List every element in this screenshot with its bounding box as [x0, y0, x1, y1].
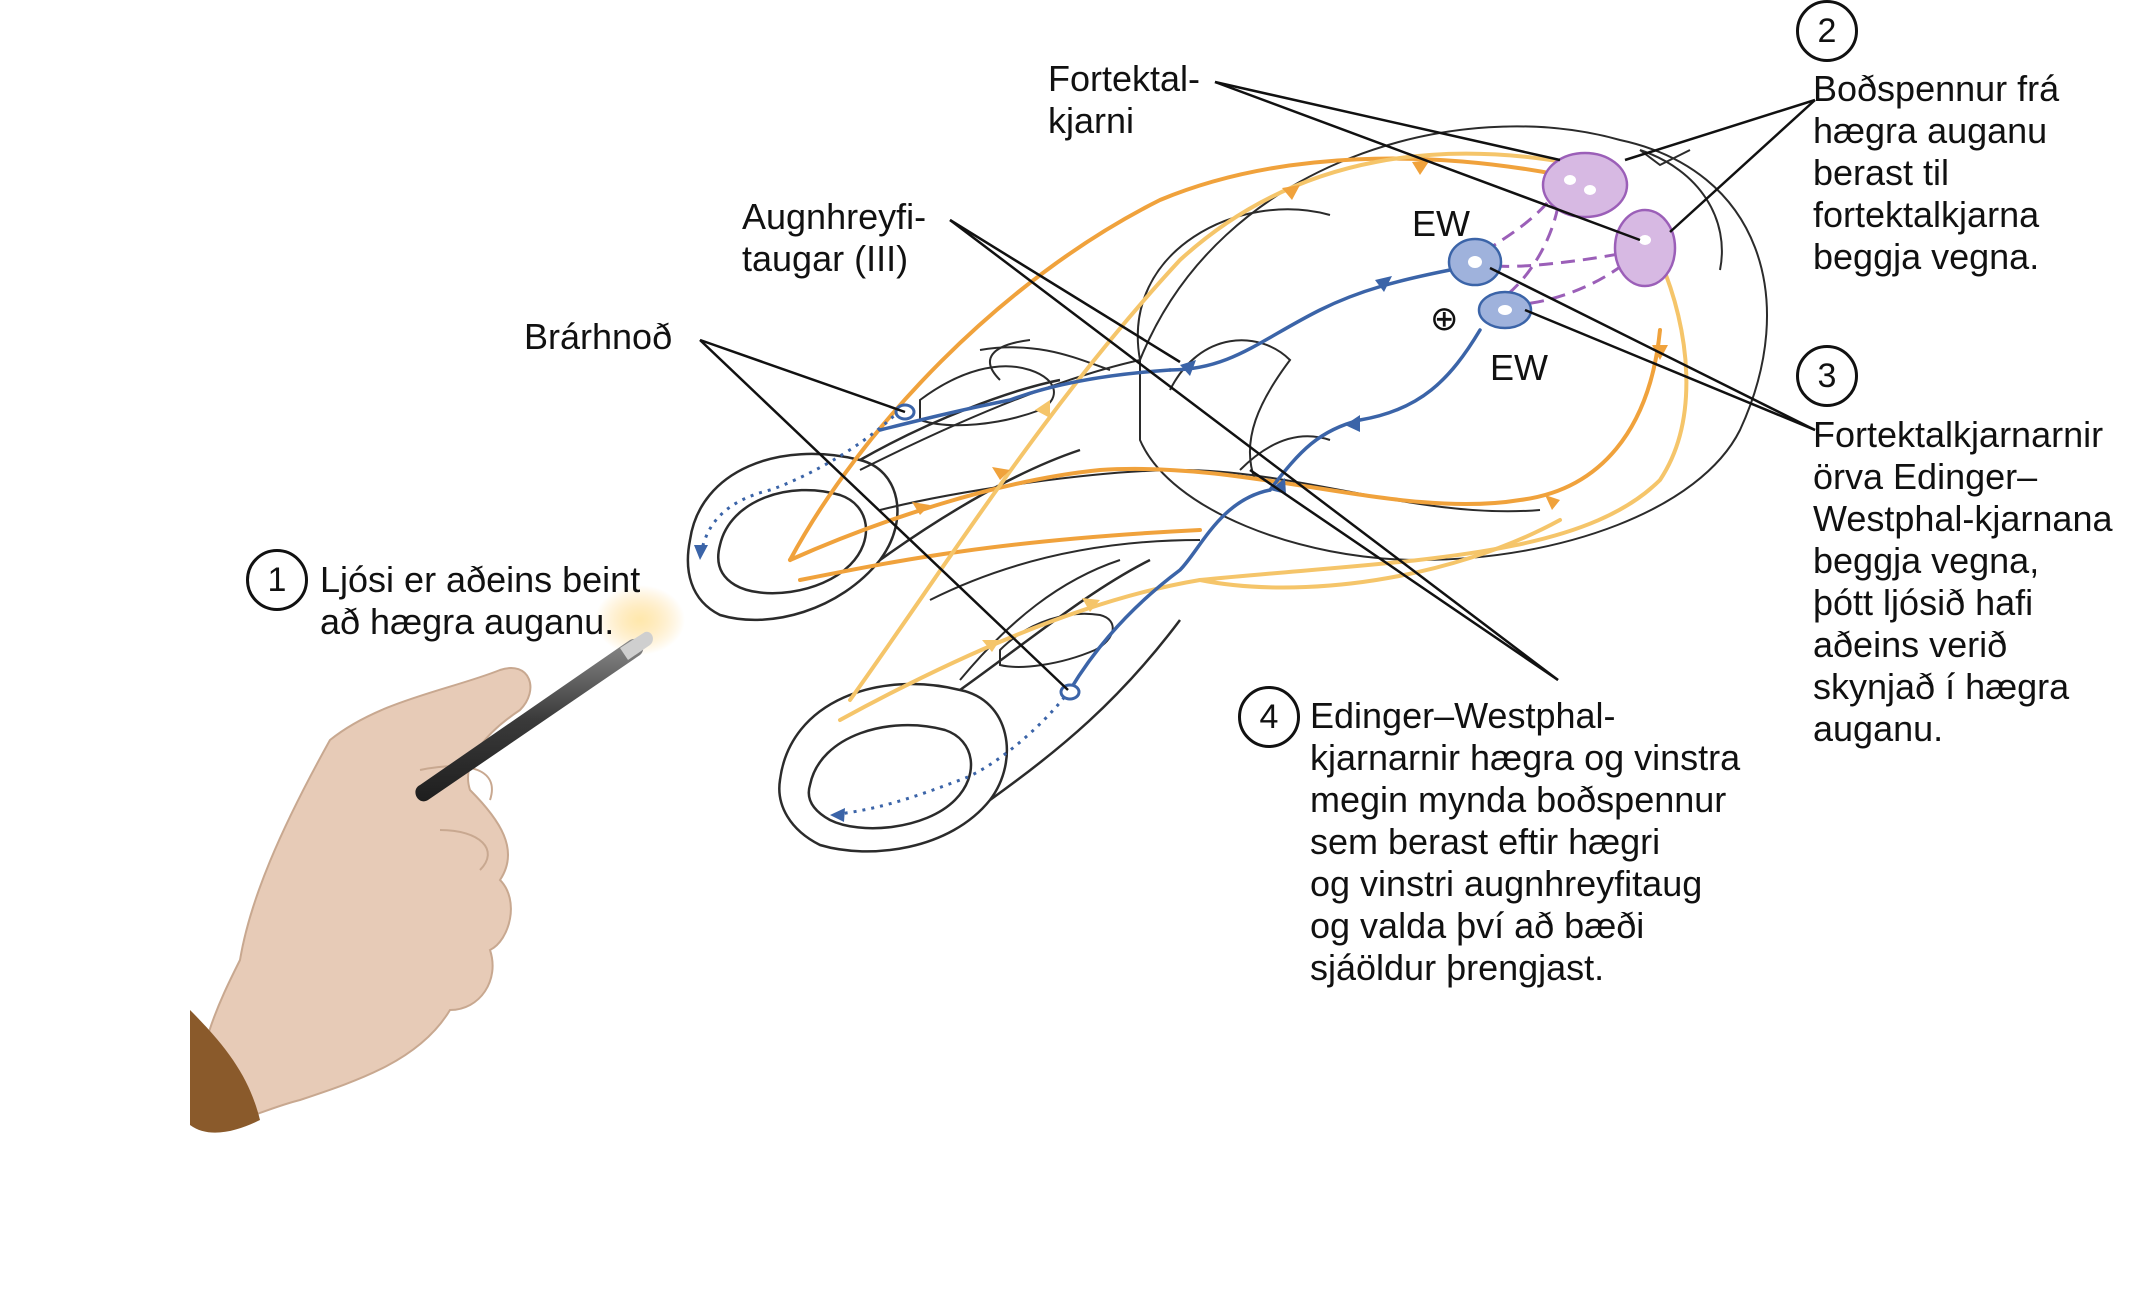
pretectal-nucleus-label: Fortektal- kjarni: [1048, 58, 1201, 141]
oculomotor-nerve-label: Augnhreyfi- taugar (III): [742, 196, 927, 279]
brain-outline: [1136, 125, 1768, 562]
pretectal-nucleus-upper: [1541, 151, 1629, 219]
step-3-text: Fortektalkjarnarnir örva Edinger– Westph…: [1813, 414, 2113, 749]
penlight-icon: [415, 638, 644, 802]
ciliary-ganglion-label: Brárhnoð: [524, 316, 673, 357]
step-4-text: Edinger–Westphal- kjarnarnir hægra og vi…: [1310, 695, 1741, 988]
ew-label-bottom: EW: [1490, 347, 1548, 388]
step-2-text: Boðspennur frá hægra auganu berast til f…: [1813, 68, 2060, 277]
pretectal-nucleus-lower: [1613, 208, 1677, 288]
leader-lines: [699, 80, 1816, 691]
step-4-number: 4: [1238, 686, 1300, 748]
pathway-arrows-yellow: [982, 400, 1100, 652]
blue-dotted-nerves: [698, 408, 1072, 817]
light-glow-icon: [595, 585, 685, 655]
penlight-hand: [190, 585, 685, 1133]
blue-arrows: [694, 276, 1392, 822]
pathway-arrows: [912, 160, 1668, 515]
step-2-number: 2: [1796, 0, 1858, 62]
yellow-pathway: [838, 151, 1689, 722]
plus-sign: ⊕: [1430, 300, 1459, 338]
hand-icon: [197, 667, 532, 1124]
step-3-number: 3: [1796, 345, 1858, 407]
ew-nuclei: [1447, 237, 1533, 330]
pretectal-nuclei: [1541, 151, 1677, 288]
step-1-text: Ljósi er aðeins beint að hægra auganu.: [320, 559, 641, 642]
blue-pathway: [878, 268, 1482, 692]
left-eye: [778, 558, 1181, 853]
ew-label-top: EW: [1412, 203, 1470, 244]
step-1-number: 1: [246, 549, 308, 611]
optic-pathway-outline: [859, 339, 1541, 681]
